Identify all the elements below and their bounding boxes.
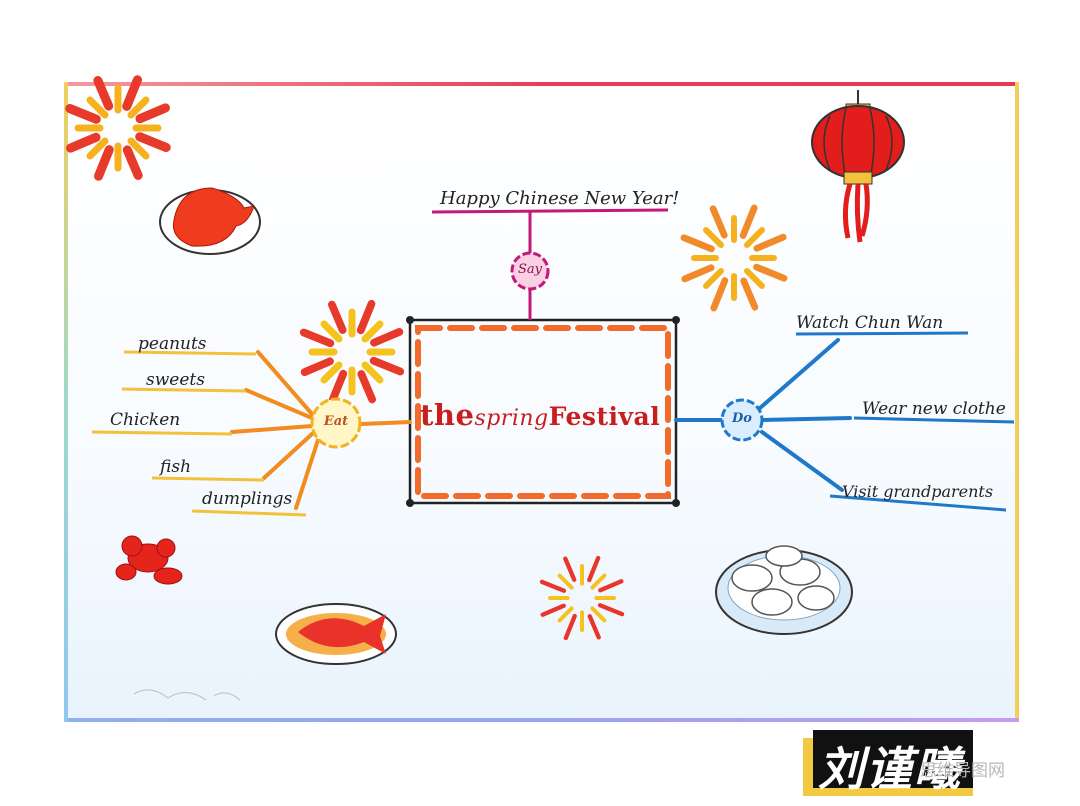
say-branch [431,208,669,320]
watermark: 思维导图网 [920,761,1005,781]
frame-border-bottom [64,718,1019,722]
central-box [406,316,680,507]
eat-item-dumplings: dumplings [202,489,293,509]
frame-border-top [66,82,1019,86]
eat-underlines [91,350,307,517]
eat-node: Eat [323,414,349,429]
do-item-visit-grandparents: Visit grandparents [842,482,994,501]
pencil-scribble [133,689,241,701]
author-name: 刘谨曦 [818,742,962,796]
say-node: Say [517,262,542,277]
firework-icon [284,284,419,419]
crayfish-icon [115,535,183,585]
dumplings-icon [715,545,853,635]
do-item-watch-chun-wan: Watch Chun Wan [796,313,944,333]
eat-item-peanuts: peanuts [138,334,207,354]
do-item-wear-new-clothe: Wear new clothe [862,399,1006,419]
firework-icon [664,188,805,329]
lantern-icon [811,90,905,243]
do-node: Do [732,411,752,426]
fish-dish-icon [275,603,397,665]
eat-item-chicken: Chicken [110,410,181,430]
eat-node-shape [310,397,362,449]
firework-icon [526,542,638,654]
do-branch [674,338,852,492]
author-tag-shadow [813,730,973,788]
eat-branch [230,350,412,510]
firework-icon [50,60,185,195]
eat-item-fish: fish [160,457,192,477]
do-node-shape [720,398,764,442]
frame-border-left [64,82,68,722]
say-item-happy-new-year: Happy Chinese New Year! [440,188,680,209]
do-underlines [795,331,1015,512]
frame-border-right [1015,82,1019,722]
eat-item-sweets: sweets [146,370,205,390]
central-topic: thespringFestival [420,398,661,432]
roast-chicken-icon [159,187,261,255]
